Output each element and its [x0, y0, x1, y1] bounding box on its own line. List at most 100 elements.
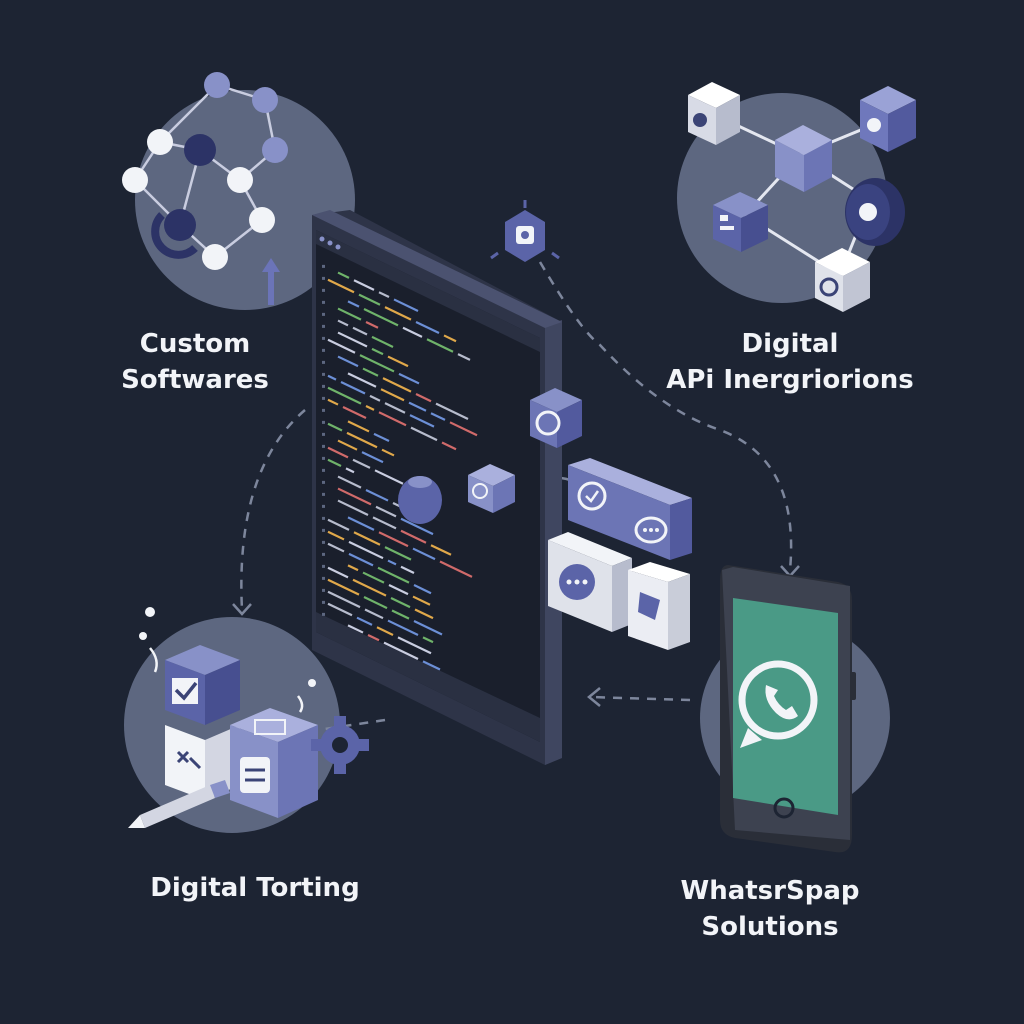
testing-blocks	[128, 607, 369, 828]
code-token	[327, 374, 337, 381]
code-line-number	[322, 480, 325, 484]
digital-api-disc	[677, 93, 887, 303]
code-token	[352, 458, 371, 469]
code-line-number	[322, 288, 325, 292]
code-token	[409, 414, 435, 428]
chat-bubble-icon	[577, 481, 668, 544]
code-token	[337, 487, 372, 506]
code-token	[365, 321, 379, 329]
network-icon	[122, 72, 288, 305]
code-line-number	[322, 300, 325, 304]
code-token	[387, 619, 419, 636]
code-token	[377, 566, 410, 584]
code-token	[347, 564, 359, 572]
code-line-number	[322, 540, 325, 544]
api-cube-icon	[688, 82, 916, 312]
code-token	[365, 489, 389, 502]
code-token	[400, 529, 427, 544]
code-token	[422, 636, 434, 644]
code-line-number	[322, 264, 325, 268]
code-token	[413, 584, 432, 595]
code-token	[457, 353, 471, 361]
code-token	[378, 411, 407, 427]
code-line-number	[322, 372, 325, 376]
code-token	[414, 608, 434, 620]
code-line-number	[322, 444, 325, 448]
code-token	[390, 597, 411, 609]
code-token	[347, 300, 360, 308]
code-token	[327, 338, 356, 354]
code-token	[327, 386, 362, 405]
code-token	[381, 448, 395, 457]
code-token	[342, 405, 367, 419]
code-token	[391, 609, 410, 620]
code-token	[439, 560, 473, 578]
code-token	[327, 398, 339, 406]
code-token	[364, 608, 384, 620]
code-token	[387, 355, 409, 368]
code-token	[371, 347, 384, 356]
code-line-number	[322, 324, 325, 328]
whatsapp-icon	[738, 660, 818, 748]
code-token	[327, 566, 349, 579]
checkmark-icon	[174, 681, 198, 701]
code-line-number	[322, 456, 325, 460]
code-token	[382, 377, 412, 393]
code-line-number	[322, 276, 325, 280]
service-label-digital-testing: Digital Torting	[130, 870, 380, 906]
code-token	[384, 546, 412, 561]
code-token	[353, 531, 381, 546]
code-token	[388, 584, 409, 596]
code-token	[327, 278, 355, 294]
service-label-line: Softwares	[121, 365, 269, 395]
code-token	[337, 271, 350, 279]
code-token	[347, 420, 370, 433]
service-label-line: WhatsrSpap	[680, 876, 860, 906]
code-token	[410, 426, 438, 442]
code-line-number	[322, 516, 325, 520]
code-token	[340, 381, 366, 395]
code-token	[375, 505, 397, 518]
code-line-number	[322, 588, 325, 592]
code-line-number	[322, 468, 325, 472]
code-line-number	[322, 336, 325, 340]
code-token	[352, 578, 387, 597]
record-icon	[490, 200, 560, 262]
code-token	[412, 547, 436, 561]
service-label-line: Digital	[741, 329, 839, 359]
code-token	[327, 422, 343, 432]
code-line-number	[322, 576, 325, 580]
code-token	[435, 402, 469, 420]
code-token	[373, 432, 390, 443]
service-label-digital-api: Digital APi Inergriorions	[640, 326, 940, 398]
code-lines	[322, 264, 478, 671]
service-label-line: Digital Torting	[150, 873, 360, 903]
code-token	[387, 559, 397, 566]
code-token	[347, 624, 364, 634]
code-token	[327, 518, 350, 531]
code-token	[413, 620, 443, 636]
code-token	[352, 326, 368, 336]
code-line-number	[322, 612, 325, 616]
code-token	[402, 326, 423, 338]
code-token	[327, 530, 345, 541]
code-token	[441, 441, 457, 451]
chat-panels	[548, 458, 692, 650]
code-token	[363, 596, 388, 610]
code-token	[426, 338, 454, 353]
code-token	[348, 540, 384, 560]
code-token	[337, 439, 358, 451]
code-line-number	[322, 432, 325, 436]
code-token	[422, 660, 441, 671]
code-token	[415, 321, 440, 335]
code-line-number	[322, 504, 325, 508]
phone-icon	[720, 565, 856, 853]
code-token	[365, 405, 375, 411]
code-token	[369, 394, 381, 402]
code-token	[363, 308, 399, 327]
code-token	[353, 279, 375, 291]
monitor-icon	[312, 210, 562, 765]
code-token	[347, 372, 377, 388]
code-token	[383, 641, 419, 660]
